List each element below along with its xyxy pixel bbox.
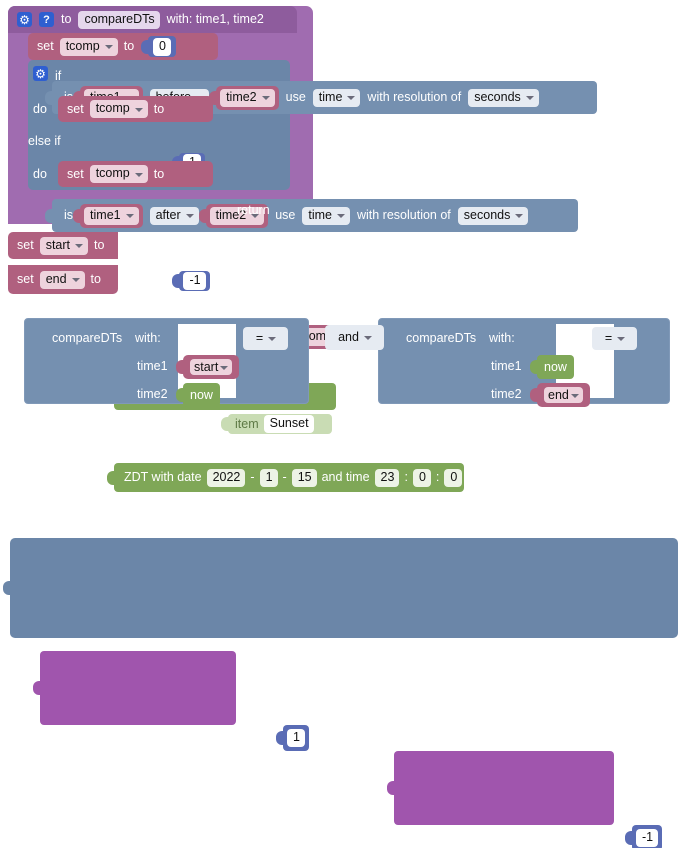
number-block-compare-1[interactable]: 1 — [283, 725, 309, 751]
compare-dts-call-2[interactable] — [394, 751, 614, 825]
call-2-arg2-label: time2 — [491, 387, 522, 401]
variable-dropdown-end[interactable]: end — [39, 270, 85, 289]
number-field[interactable]: 0 — [153, 37, 171, 56]
time-colon-2: : — [435, 470, 440, 484]
set-label: set — [67, 101, 84, 116]
and-time-label: and time — [321, 470, 370, 484]
call-2-arg1-value[interactable]: now — [537, 355, 574, 379]
call-2-name: compareDTs — [406, 331, 477, 345]
item-name-field[interactable]: Sunset — [263, 415, 314, 433]
number-block-0[interactable]: 0 — [148, 36, 176, 57]
help-icon[interactable] — [39, 12, 54, 27]
year-field[interactable]: 2022 — [206, 468, 246, 487]
do-label-1: do — [33, 102, 47, 116]
zdt-with-date-label: ZDT with date — [124, 470, 202, 484]
else-if-label: else if — [28, 134, 61, 148]
is-label-2: is — [64, 208, 74, 222]
second-field[interactable]: 0 — [444, 468, 463, 487]
call-2-arg1-label: time1 — [491, 359, 522, 373]
if-gear-icon[interactable] — [33, 66, 48, 81]
time-colon-1: : — [404, 470, 408, 484]
cond2-use-dropdown[interactable]: time — [302, 206, 350, 225]
call-1-arg1-label: time1 — [137, 359, 168, 373]
set-label: set — [17, 238, 34, 252]
set-label: set — [67, 166, 84, 181]
compare-dts-call-1[interactable] — [40, 651, 236, 725]
date-dash-2: - — [282, 470, 287, 484]
set-tcomp-block-1[interactable]: set tcomp to — [58, 96, 213, 122]
cond2-left-variable[interactable]: time1 — [80, 203, 143, 228]
comparator-dropdown-2[interactable]: = — [592, 327, 637, 350]
cond2-operator-dropdown[interactable]: after — [149, 206, 199, 225]
number-field[interactable]: 1 — [287, 729, 305, 747]
resolution-label-2: with resolution of — [356, 208, 451, 222]
call-1-arg2-value[interactable]: now — [183, 383, 220, 407]
day-field[interactable]: 15 — [291, 468, 317, 487]
procedure-header[interactable]: to compareDTs with: time1, time2 — [8, 6, 297, 33]
set-label: set — [37, 39, 54, 53]
resolution-label-1: with resolution of — [367, 90, 462, 104]
procedure-params-label: with: time1, time2 — [166, 12, 264, 26]
to-label: to — [153, 101, 165, 116]
if-label: if — [55, 69, 62, 83]
number-field[interactable]: -1 — [183, 272, 206, 290]
use-label-1: use — [285, 90, 306, 104]
return-label: return — [237, 203, 270, 217]
set-tcomp-block-2[interactable]: set tcomp to — [58, 161, 213, 187]
datetime-compare-block-2[interactable]: is time1 after time2 use time with resol… — [52, 199, 578, 232]
call-1-name: compareDTs — [52, 331, 123, 345]
procedure-name-field[interactable]: compareDTs — [78, 10, 160, 29]
to-label: to — [90, 272, 101, 286]
call-1-with-label: with: — [135, 331, 161, 345]
set-end-block[interactable]: set end to — [8, 265, 118, 294]
number-field[interactable]: -1 — [635, 829, 659, 847]
item-block[interactable]: item Sunset — [228, 414, 332, 434]
call-1-arg1-value[interactable]: start — [183, 355, 240, 379]
to-label: to — [153, 166, 165, 181]
call-2-arg2-value[interactable]: end — [537, 383, 590, 407]
procedure-to-label: to — [61, 12, 72, 26]
use-label-2: use — [275, 208, 296, 222]
set-tcomp-initial-block[interactable]: set tcomp to — [28, 33, 218, 60]
cond1-use-dropdown[interactable]: time — [312, 88, 361, 107]
call-2-with-label: with: — [489, 331, 515, 345]
cond1-right-variable[interactable]: time2 — [216, 85, 279, 110]
number-block-compare-2[interactable]: -1 — [632, 825, 662, 848]
cond2-resolution-dropdown[interactable]: seconds — [457, 206, 529, 225]
date-dash-1: - — [250, 470, 255, 484]
and-operator-dropdown[interactable]: and — [325, 325, 384, 350]
variable-dropdown-tcomp-1[interactable]: tcomp — [89, 100, 148, 118]
gear-icon[interactable] — [17, 12, 32, 27]
call-1-arg2-label: time2 — [137, 387, 168, 401]
do-label-2: do — [33, 167, 47, 181]
and-logic-block[interactable] — [10, 538, 678, 638]
to-label: to — [123, 39, 135, 53]
to-label: to — [94, 238, 105, 252]
comparator-dropdown-1[interactable]: = — [243, 327, 288, 350]
variable-dropdown-start[interactable]: start — [39, 236, 88, 255]
number-block-2[interactable]: -1 — [179, 271, 210, 291]
cond1-resolution-dropdown[interactable]: seconds — [468, 88, 539, 107]
hour-field[interactable]: 23 — [374, 468, 400, 487]
zdt-with-date-block[interactable]: ZDT with date 2022 - 1 - 15 and time 23 … — [114, 463, 464, 492]
set-label: set — [17, 272, 34, 286]
month-field[interactable]: 1 — [259, 468, 278, 487]
minute-field[interactable]: 0 — [412, 468, 431, 487]
cond2-right-variable[interactable]: time2 — [205, 203, 269, 228]
variable-dropdown-tcomp[interactable]: tcomp — [59, 37, 118, 56]
set-start-block[interactable]: set start to — [8, 232, 118, 259]
variable-dropdown-tcomp-2[interactable]: tcomp — [89, 165, 148, 183]
item-label: item — [235, 416, 259, 431]
